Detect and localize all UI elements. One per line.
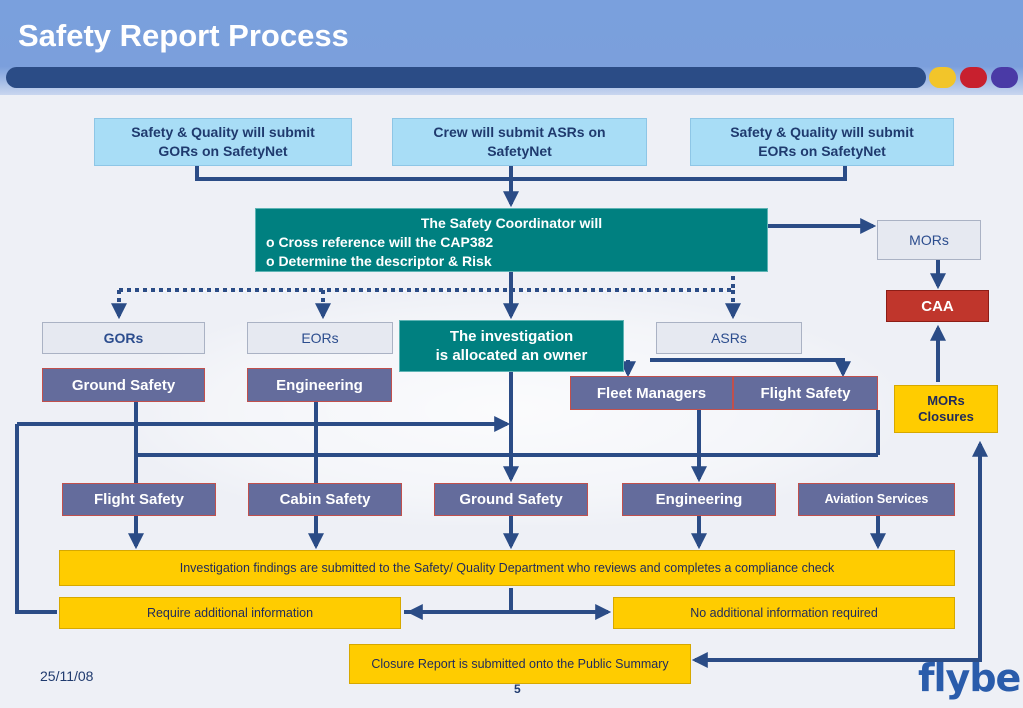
page-number: 5	[514, 682, 521, 696]
gors-box: GORs	[42, 322, 205, 354]
flybe-logo: flybe.	[918, 656, 1023, 700]
submit-eors-line1: Safety & Quality will submit	[730, 124, 914, 140]
submit-gors-line1: Safety & Quality will submit	[131, 124, 315, 140]
findings-box: Investigation findings are submitted to …	[59, 550, 955, 586]
submit-asrs-line2: SafetyNet	[487, 143, 552, 159]
yellow-dot	[929, 67, 956, 88]
mors-closures-line2: Closures	[918, 409, 974, 424]
header-bar	[6, 67, 926, 88]
page-title: Safety Report Process	[18, 18, 349, 53]
fleet-managers-dept: Fleet Managers	[570, 376, 733, 410]
owner-line1: The investigation	[449, 328, 574, 345]
no-info-box: No additional information required	[613, 597, 955, 629]
caa-box: CAA	[886, 290, 989, 322]
coordinator-bullet-1: o Cross reference will the CAP382	[266, 234, 494, 250]
eors-box: EORs	[247, 322, 393, 354]
bottom-flight-safety: Flight Safety	[62, 483, 216, 516]
safety-coordinator-box: The Safety Coordinator will o Cross refe…	[255, 208, 768, 272]
mors-box: MORs	[877, 220, 981, 260]
ground-safety-dept: Ground Safety	[42, 368, 205, 402]
submit-eors-box: Safety & Quality will submit EORs on Saf…	[690, 118, 954, 166]
engineering-dept: Engineering	[247, 368, 392, 402]
purple-dot	[991, 67, 1018, 88]
footer-date: 25/11/08	[40, 668, 94, 684]
mors-closures-line1: MORs	[927, 393, 965, 408]
asrs-box: ASRs	[656, 322, 802, 354]
closure-report-box: Closure Report is submitted onto the Pub…	[349, 644, 691, 684]
red-dot	[960, 67, 987, 88]
mors-closures-box: MORs Closures	[894, 385, 998, 433]
coordinator-bullet-2: o Determine the descriptor & Risk	[266, 253, 492, 269]
owner-line2: is allocated an owner	[435, 347, 588, 364]
coordinator-heading: The Safety Coordinator will	[420, 215, 603, 231]
bottom-engineering: Engineering	[622, 483, 776, 516]
bottom-aviation-services: Aviation Services	[798, 483, 955, 516]
submit-gors-box: Safety & Quality will submit GORs on Saf…	[94, 118, 352, 166]
submit-asrs-line1: Crew will submit ASRs on	[433, 124, 606, 140]
flight-safety-dept: Flight Safety	[733, 376, 878, 410]
investigation-owner-box: The investigation is allocated an owner	[399, 320, 624, 372]
require-info-box: Require additional information	[59, 597, 401, 629]
submit-eors-line2: EORs on SafetyNet	[758, 143, 886, 159]
submit-gors-line2: GORs on SafetyNet	[158, 143, 288, 159]
submit-asrs-box: Crew will submit ASRs on SafetyNet	[392, 118, 647, 166]
bottom-cabin-safety: Cabin Safety	[248, 483, 402, 516]
bottom-ground-safety: Ground Safety	[434, 483, 588, 516]
